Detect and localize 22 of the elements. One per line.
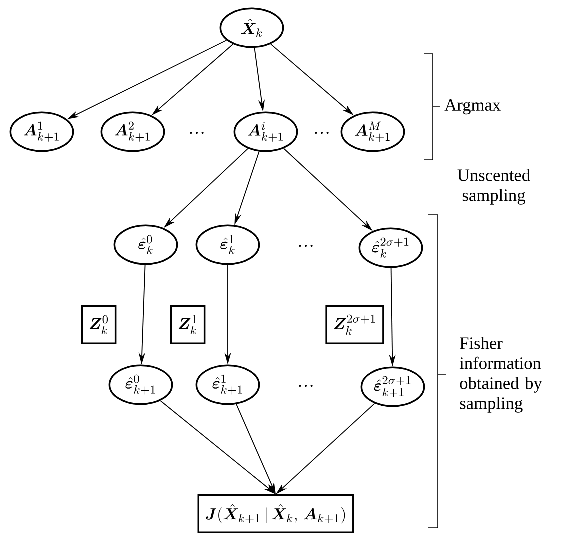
bracket-label: Argmax [444, 99, 501, 115]
formula-box: $\bm{Z}_k^{1}$ [170, 305, 206, 345]
formula-box: $\bm{Z}_k^{2\sigma+1}$ [326, 305, 384, 345]
ellipse-node: $\hat{\bm{\varepsilon}}_k^{1}$ [196, 224, 260, 266]
ellipse-node: $\hat{\bm{\varepsilon}}_{k+1}^{0}$ [108, 364, 174, 406]
bracket-label: Fisher information obtained by sampling [460, 337, 542, 413]
ellipse-node: $\hat{\bm{\varepsilon}}_k^{0}$ [114, 224, 178, 266]
ellipse-node: $\bm{A}_{k+1}^{1}$ [10, 112, 74, 152]
ellipse-node: $\hat{\bm{\varepsilon}}_k^{2\sigma+1}$ [358, 228, 424, 268]
ellipse-node: $\hat{\bm{\varepsilon}}_{k+1}^{1}$ [196, 364, 260, 406]
dots: … [190, 132, 204, 134]
ellipse-node: $\hat{\bm{X}}_k$ [220, 8, 284, 48]
dots: … [299, 384, 313, 388]
dots: … [315, 132, 329, 134]
ellipse-node: $\bm{A}_{k+1}^{i}$ [234, 112, 298, 152]
ellipse-node: $\bm{A}_{k+1}^{2}$ [100, 112, 166, 152]
ellipse-node: $\bm{A}_{k+1}^{M}$ [340, 112, 406, 152]
bracket-label: Unscented sampling [458, 169, 530, 205]
ellipse-node: $\hat{\bm{\varepsilon}}_{k+1}^{2\sigma+1}$ [360, 366, 426, 408]
formula-box: $\bm{J}(\hat{\bm{X}}_{k+1}\,|\,\hat{\bm{X}}_k,\,\bm{A}_{k+1})$ [198, 494, 354, 534]
dots: … [299, 244, 313, 248]
formula-box: $\bm{Z}_k^{0}$ [81, 305, 117, 345]
